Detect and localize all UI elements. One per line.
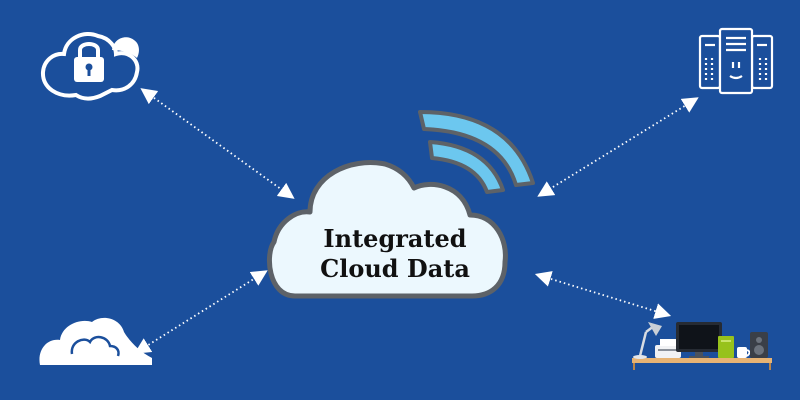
desk-computer-icon	[632, 322, 772, 370]
center-title-line1: Integrated	[323, 224, 467, 253]
connector-workstation	[534, 271, 672, 319]
central-cloud-shape	[266, 160, 508, 299]
signal-icon	[418, 110, 535, 194]
center-title: Integrated Cloud Data	[300, 224, 490, 284]
connector-servers	[537, 97, 699, 197]
connector-secure-cloud	[140, 88, 295, 199]
connectors	[134, 88, 699, 354]
connector-cloud	[134, 270, 268, 354]
server-rack-icon	[698, 27, 774, 95]
cloud-lock-icon	[41, 32, 140, 101]
center-title-line2: Cloud Data	[320, 254, 470, 283]
cloud-icon	[39, 317, 153, 365]
